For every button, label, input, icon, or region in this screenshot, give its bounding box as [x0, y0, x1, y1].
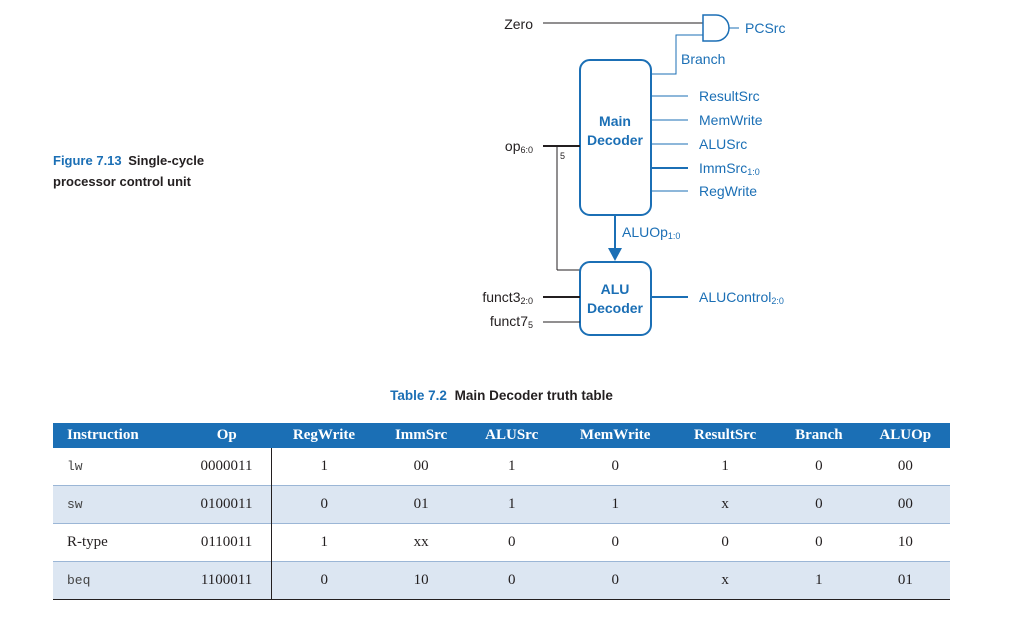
cell-memwrite: 0: [611, 458, 619, 474]
op-label-sub: 6:0: [520, 145, 533, 155]
header-op: Op: [181, 423, 272, 448]
funct3-label-text: funct3: [482, 289, 520, 305]
funct7-label: funct75: [490, 313, 533, 330]
bus-width-label: 5: [560, 151, 565, 161]
aluop-label-sub: 1:0: [668, 231, 681, 241]
cell-aluop: 00: [860, 485, 950, 524]
table-number: Table 7.2: [390, 388, 447, 403]
cell-branch: 0: [777, 485, 861, 524]
output-alusrc-text: ALUSrc: [699, 136, 747, 152]
alu-decoder-box: [579, 261, 652, 336]
cell-resultsrc: x: [673, 561, 778, 600]
header-aluop: ALUOp: [860, 423, 950, 448]
main-decoder-label-2: Decoder: [587, 132, 644, 148]
output-regwrite-text: RegWrite: [699, 183, 757, 199]
alucontrol-label: ALUControl2:0: [699, 289, 784, 306]
cell-op: 1100011: [181, 561, 273, 600]
cell-branch: 0: [815, 458, 823, 474]
cell-immsrc: 10: [376, 561, 467, 600]
cell-alusrc: 0: [466, 561, 558, 600]
control-unit-diagram: Zero PCSrc Branch Main Decoder ResultSrc…: [482, 14, 785, 336]
cell-op: 0000011: [181, 448, 273, 486]
op-label: op6:0: [505, 138, 533, 155]
cell-regwrite: 0: [271, 485, 377, 524]
output-resultsrc: ResultSrc: [699, 88, 760, 104]
table-row: beq 1100011 0 10 0 0 x 1 01: [53, 561, 950, 600]
cell-op: 0110011: [181, 523, 273, 562]
output-immsrc: ImmSrc1:0: [699, 160, 760, 177]
table-row: sw 0100011 0 01 1 1 x 0 00: [53, 485, 950, 524]
cell-aluop: 00: [897, 458, 913, 474]
cell-instruction: beq: [53, 561, 182, 600]
cell-aluop: 10: [897, 534, 913, 550]
table-row: lw 0000011 1 00 1 0 1 0 00: [53, 448, 950, 486]
header-regwrite: RegWrite: [271, 423, 377, 448]
funct7-label-text: funct7: [490, 313, 528, 329]
cell-memwrite: 0: [557, 561, 674, 600]
header-branch: Branch: [777, 423, 861, 448]
cell-regwrite: 1: [320, 534, 329, 550]
cell-memwrite: 1: [557, 485, 674, 524]
zero-label: Zero: [504, 16, 533, 32]
cell-aluop: 01: [860, 561, 950, 600]
output-immsrc-sub: 1:0: [747, 167, 760, 177]
and-gate: [702, 14, 730, 42]
pcsrc-label: PCSrc: [745, 20, 785, 36]
figure-caption: Figure 7.13 Single-cycle processor contr…: [53, 150, 253, 192]
aluop-label-text: ALUOp: [622, 224, 668, 240]
output-memwrite: MemWrite: [699, 112, 763, 128]
branch-wire: [651, 34, 703, 75]
funct3-label: funct32:0: [482, 289, 533, 306]
figure-title: Single-cycle processor control unit: [53, 153, 205, 189]
header-memwrite: MemWrite: [557, 423, 674, 448]
cell-immsrc: 00: [413, 458, 429, 474]
funct3-label-sub: 2:0: [520, 296, 533, 306]
table-row: R-type 0110011 1 xx 0 0 0 0 10: [53, 523, 950, 562]
cell-resultsrc: 1: [721, 458, 729, 474]
op-label-text: op: [505, 138, 521, 154]
cell-instruction: lw: [67, 459, 83, 474]
cell-alusrc: 0: [507, 534, 516, 550]
cell-immsrc: xx: [413, 534, 429, 550]
cell-branch: 1: [777, 561, 861, 600]
alucontrol-label-text: ALUControl: [699, 289, 771, 305]
main-decoder-label-1: Main: [599, 113, 631, 129]
cell-op: 0100011: [181, 485, 273, 524]
cell-memwrite: 0: [611, 534, 619, 550]
table-title: Main Decoder truth table: [454, 388, 613, 403]
table-header-row: Instruction Op RegWrite ImmSrc ALUSrc Me…: [53, 423, 950, 448]
output-memwrite-text: MemWrite: [699, 112, 763, 128]
cell-regwrite: 1: [320, 458, 329, 474]
table-caption: Table 7.2 Main Decoder truth table: [0, 388, 1003, 403]
output-alusrc: ALUSrc: [699, 136, 747, 152]
header-immsrc: ImmSrc: [376, 423, 467, 448]
output-immsrc-text: ImmSrc: [699, 160, 747, 176]
cell-alusrc: 1: [466, 485, 558, 524]
header-alusrc: ALUSrc: [466, 423, 558, 448]
cell-immsrc: 01: [376, 485, 467, 524]
alucontrol-label-sub: 2:0: [771, 296, 784, 306]
funct7-label-sub: 5: [528, 320, 533, 330]
cell-instruction: sw: [53, 485, 182, 524]
cell-resultsrc: x: [673, 485, 778, 524]
cell-resultsrc: 0: [721, 534, 729, 550]
aluop-arrowhead: [608, 248, 622, 261]
header-instruction: Instruction: [53, 423, 182, 448]
alu-decoder-label-1: ALU: [601, 281, 630, 297]
cell-regwrite: 0: [271, 561, 377, 600]
figure-number: Figure 7.13: [53, 153, 122, 168]
cell-instruction: R-type: [67, 534, 108, 550]
cell-alusrc: 1: [507, 458, 516, 474]
truth-table: Instruction Op RegWrite ImmSrc ALUSrc Me…: [53, 423, 950, 600]
alu-decoder-label-2: Decoder: [587, 300, 644, 316]
aluop-label: ALUOp1:0: [622, 224, 680, 241]
header-resultsrc: ResultSrc: [673, 423, 778, 448]
cell-branch: 0: [815, 534, 823, 550]
branch-label: Branch: [681, 51, 725, 67]
output-regwrite: RegWrite: [699, 183, 757, 199]
output-resultsrc-text: ResultSrc: [699, 88, 760, 104]
